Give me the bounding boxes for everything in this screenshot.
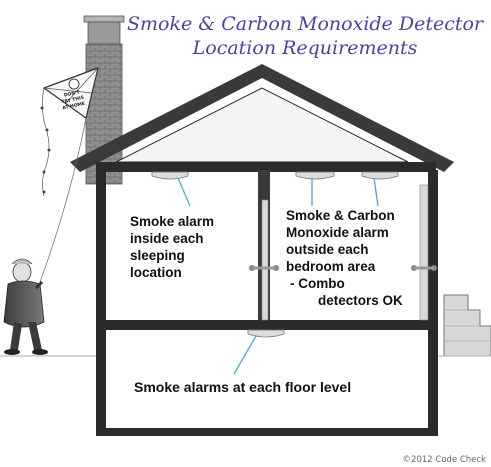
combo-detector-icon: [295, 171, 335, 180]
kite-text-line: AT HOME: [62, 101, 86, 112]
kite-icon: DON'T TRY THIS AT HOME: [39, 67, 99, 283]
smoke-detector-icon: [247, 329, 285, 338]
door-knob-icon: [249, 265, 279, 271]
house: [70, 64, 454, 436]
combo-detector-icon: [361, 171, 399, 180]
floor-level-label: Smoke alarms at each floor level: [134, 379, 351, 395]
bedroom-label-line: Smoke alarm: [130, 214, 214, 229]
hallway-label-line: Monoxide alarm: [286, 225, 389, 240]
smoke-detector-icon: [151, 171, 189, 180]
kite-text-line: DON'T: [63, 89, 81, 98]
hallway-label-line: bedroom area: [286, 259, 376, 274]
title-line-1: Smoke & Carbon Monoxide Detector: [127, 13, 485, 35]
copyright-credit: ©2012 Code Check: [403, 455, 487, 465]
person-icon: [3, 258, 48, 355]
steps: [443, 294, 491, 357]
hallway-label-line: outside each: [286, 242, 369, 257]
bedroom-label-line: location: [130, 265, 182, 280]
bedroom-label-line: sleeping: [130, 248, 185, 263]
door-knob-icon: [411, 265, 437, 271]
hallway-label-line: - Combo: [290, 276, 345, 291]
hallway-label-line: Smoke & Carbon: [286, 208, 395, 223]
leader-lines: [177, 177, 379, 375]
kite-text-line: TRY THIS: [61, 95, 85, 106]
hallway-label-line: detectors OK: [318, 293, 403, 308]
hallway-label: Smoke & Carbon Monoxide alarm outside ea…: [286, 208, 403, 308]
bedroom-label-line: inside each: [130, 231, 204, 246]
title-line-2: Location Requirements: [192, 37, 418, 59]
bedroom-label: Smoke alarm inside each sleeping locatio…: [130, 214, 218, 280]
